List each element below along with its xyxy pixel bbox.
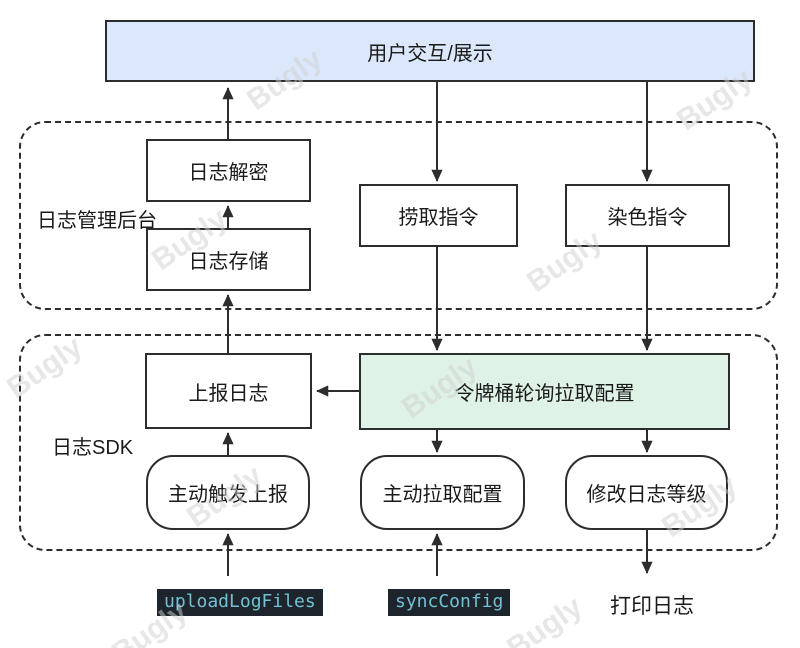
api-label-sync-config: syncConfig <box>388 589 511 616</box>
node-fetch-cmd: 捞取指令 <box>359 184 518 247</box>
node-log-decrypt: 日志解密 <box>146 139 311 202</box>
api-label-print-log: 打印日志 <box>610 595 694 618</box>
node-change-level: 修改日志等级 <box>565 455 728 530</box>
node-report-log: 上报日志 <box>145 353 312 429</box>
watermark-text: Bugly <box>501 590 589 648</box>
group-log-backend <box>19 121 778 310</box>
group-label-log-sdk: 日志SDK <box>52 437 134 459</box>
node-pull-config: 主动拉取配置 <box>360 455 525 530</box>
node-user-display: 用户交互/展示 <box>105 20 755 82</box>
node-log-storage: 日志存储 <box>146 228 311 291</box>
group-log-sdk <box>19 334 778 551</box>
group-label-log-backend: 日志管理后台 <box>37 210 157 232</box>
node-dye-cmd: 染色指令 <box>565 184 730 247</box>
node-token-bucket: 令牌桶轮询拉取配置 <box>359 353 730 430</box>
node-trigger-upload: 主动触发上报 <box>146 455 310 530</box>
api-label-upload-log-files: uploadLogFiles <box>157 589 323 616</box>
